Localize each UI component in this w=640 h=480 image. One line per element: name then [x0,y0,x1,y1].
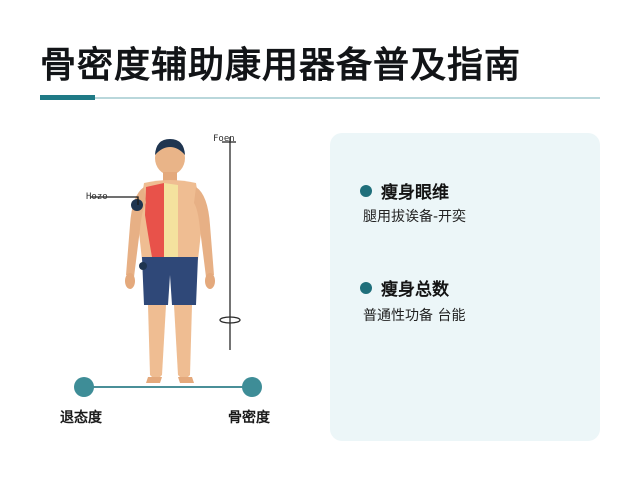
figure-label-side: Hozo [86,192,108,202]
figure-leg-right [174,305,192,377]
info-item-heading: 瘦身眼维 [360,178,449,203]
human-figure-illustration [74,137,262,397]
figure-head [155,141,185,175]
spine-highlight-yellow [164,183,178,257]
info-item-description: 腿用拔诶备-开奕 [363,209,467,225]
info-panel: 瘦身眼维 腿用拔诶备-开奕 瘦身总数 普通性功备 台能 [330,133,600,441]
figure-foot-left [146,377,162,383]
figure-foot-right [178,377,194,383]
figure-hair [155,139,185,155]
title-accent-bar [40,95,95,100]
info-item-description: 普通性功备 台能 [363,308,466,324]
body-illustration: Foen Hozo 退态度 骨密度 [60,125,310,435]
figure-arm-left [126,187,146,277]
pointer-line-shoulder [90,196,139,205]
figure-label-top: Foen [213,134,235,144]
info-item-heading: 瘦身总数 [360,275,449,300]
figure-shorts [142,257,198,305]
figure-arm-right [194,187,214,277]
title-divider [95,97,600,99]
bullet-dot-icon [360,281,372,294]
spine-highlight-red [145,183,164,257]
figure-hand-left [125,273,135,289]
scale-label-left: 退态度 [60,410,102,426]
scale-endpoint-right [242,377,262,397]
info-item-heading-text: 瘦身眼维 [381,183,449,203]
scale-label-right: 骨密度 [228,410,270,426]
scale-endpoint-left [74,377,94,397]
figure-hand-right [205,273,215,289]
marker-shoulder [131,199,143,211]
info-item-heading-text: 瘦身总数 [381,280,449,300]
measure-bottom-tick [219,316,241,324]
figure-leg-left [148,305,166,377]
page-title: 骨密度辅助康用器备普及指南 [40,45,522,86]
bullet-dot-icon [360,184,372,197]
marker-hip [139,262,147,270]
